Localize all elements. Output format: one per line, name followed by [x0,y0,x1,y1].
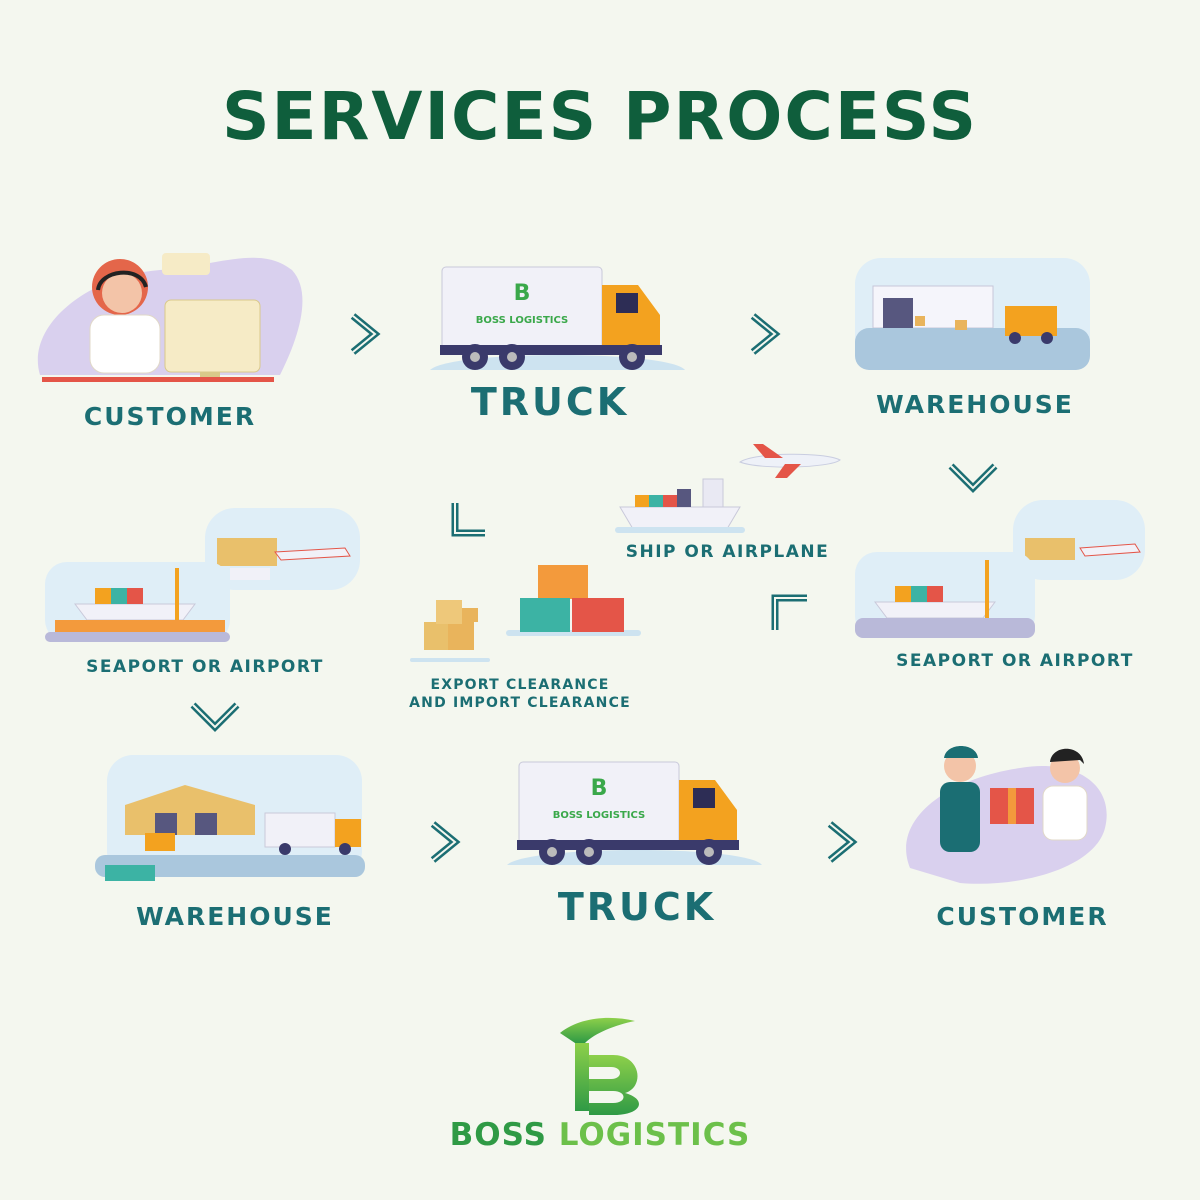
clearance-line-1: EXPORT CLEARANCE [430,677,610,693]
svg-text:B: B [514,281,531,306]
chevron-right-icon [827,821,858,863]
ship-illustration [615,478,745,533]
chevron-down-icon [190,702,240,732]
step-truck-bottom-label: TRUCK [557,885,717,929]
boss-logistics-logo-icon [560,1017,639,1115]
step-warehouse-top-label: WAREHOUSE [876,390,1074,419]
chevron-right-icon [430,821,461,863]
airplane-illustration [738,444,841,478]
truck-brand-bottom: BOSS LOGISTICS [553,810,645,821]
step-customer-end-label: CUSTOMER [936,902,1109,931]
step-ship-or-airplane-label: SHIP OR AIRPLANE [625,542,830,562]
step-warehouse-bottom-label: WAREHOUSE [136,902,334,931]
step-truck-top-label: TRUCK [470,380,630,424]
warehouse-bottom-illustration [95,755,365,881]
clearance-line-2: AND IMPORT CLEARANCE [409,695,631,711]
clearance-containers-illustration [410,565,641,662]
truck-top-illustration: B BOSS LOGISTICS [430,266,685,370]
logo-word-logistics: LOGISTICS [558,1117,751,1153]
truck-bottom-illustration: B BOSS LOGISTICS [507,761,762,865]
chevron-left-icon [451,503,485,537]
chevron-right-icon [350,313,381,355]
step-customer-start-label: CUSTOMER [83,402,257,431]
page-title: SERVICES PROCESS [221,78,979,155]
logo-word-boss: BOSS [449,1117,547,1153]
svg-text:B: B [591,776,608,801]
seaport-airport-right-illustration [855,500,1145,638]
step-seaport-left-label: SEAPORT OR AIRPORT [86,657,324,677]
truck-brand-top: BOSS LOGISTICS [476,315,568,326]
customer-delivery-illustration [906,746,1107,884]
warehouse-top-illustration [855,258,1090,370]
chevron-down-icon [948,463,998,493]
boss-logistics-wordmark: BOSS LOGISTICS [0,1117,1200,1153]
step-seaport-right-label: SEAPORT OR AIRPORT [896,651,1134,671]
customer-support-illustration [37,253,303,382]
chevron-right-icon [750,313,781,355]
step-clearance-label: EXPORT CLEARANCE AND IMPORT CLEARANCE [395,676,645,712]
chevron-left-icon [771,594,807,630]
seaport-airport-left-illustration [45,508,360,642]
